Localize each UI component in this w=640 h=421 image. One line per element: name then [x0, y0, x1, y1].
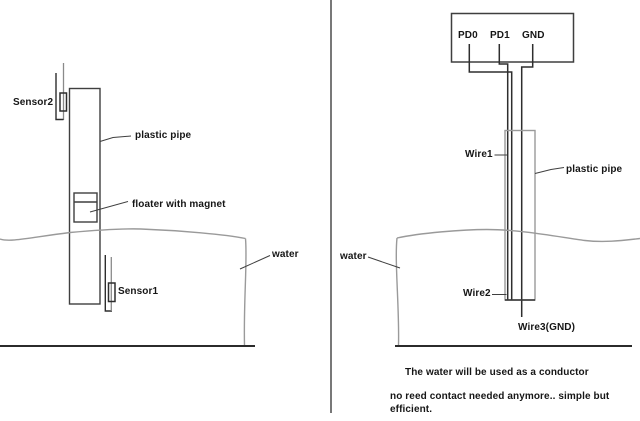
left-water-label: water	[272, 249, 299, 260]
pin-pd0-label: PD0	[458, 30, 478, 41]
right-water-surface-line	[396, 228, 640, 243]
right-water-label: water	[340, 251, 367, 262]
left-plastic-pipe-shape	[68, 87, 101, 305]
floater-label: floater with magnet	[132, 199, 226, 210]
caption-no-reed-line: no reed contact needed anymore.. simple …	[390, 391, 610, 402]
right-water-edge-line	[395, 237, 400, 346]
wire3-gnd-label: Wire3(GND)	[518, 322, 576, 333]
left-plastic-pipe-leader-line	[99, 135, 132, 142]
sensor1-label: Sensor1	[118, 286, 159, 297]
floater-body	[73, 192, 98, 223]
controller-box	[450, 12, 575, 63]
sensor1-body	[107, 282, 116, 303]
right-water-leader-line	[367, 256, 401, 269]
sensor1-bracket-wire	[104, 255, 112, 312]
wire3-gnd-wire	[520, 44, 534, 317]
wire2-pd0-wire	[468, 44, 513, 300]
right-plastic-pipe-leader-line	[534, 167, 565, 174]
left-water-surface-line	[0, 228, 246, 241]
pin-gnd-label: GND	[522, 30, 545, 41]
pin-pd1-label: PD1	[490, 30, 510, 41]
sensor2-body	[59, 92, 68, 112]
right-plastic-pipe-label: plastic pipe	[566, 164, 623, 175]
sensor2-label: Sensor2	[13, 97, 54, 108]
caption-efficient-line: efficient.	[390, 404, 433, 415]
wire2-label: Wire2	[463, 288, 491, 299]
wire1-pd1-wire	[498, 44, 509, 300]
left-plastic-pipe-label: plastic pipe	[135, 130, 192, 141]
right-plastic-pipe-shape	[504, 129, 536, 301]
wire1-label: Wire1	[465, 149, 493, 160]
left-water-leader-line	[239, 255, 271, 270]
floater-leader-line	[89, 201, 129, 213]
caption-conductor-line: The water will be used as a conductor	[405, 367, 589, 378]
left-water-edge-line	[243, 238, 247, 346]
sensor2-bracket-wire	[55, 73, 64, 121]
